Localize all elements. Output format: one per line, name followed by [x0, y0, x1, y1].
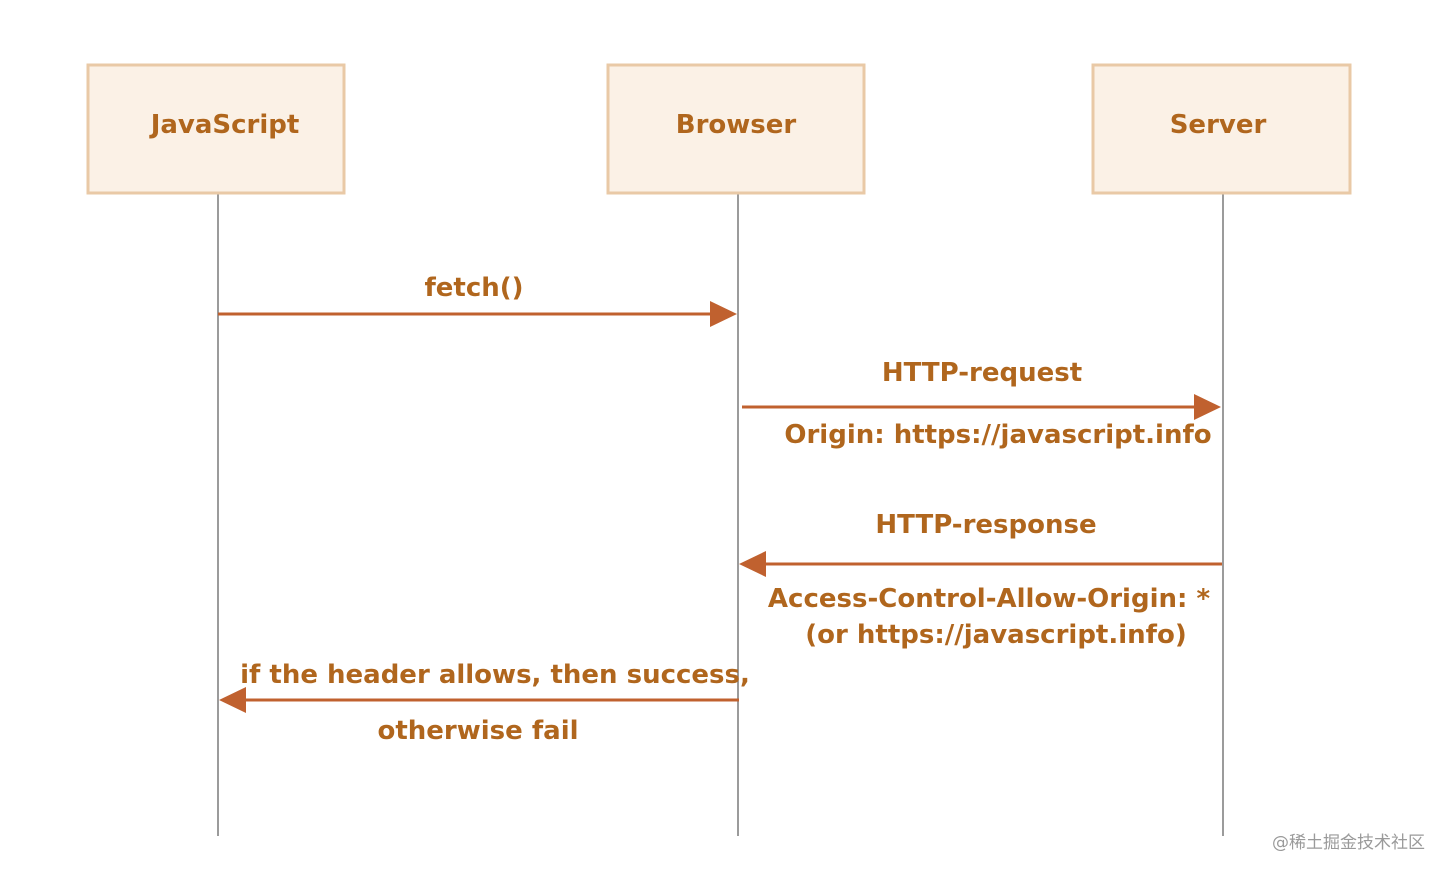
actor-javascript: JavaScript	[86, 63, 346, 195]
message-fetch-label: fetch()	[424, 273, 523, 303]
message-http-request-label: HTTP-request	[882, 358, 1082, 388]
message-origin-header-label: Origin: https://javascript.info	[784, 420, 1211, 450]
message-fetch-arrowhead	[710, 301, 737, 327]
message-http-response: HTTP-response Access-Control-Allow-Origi…	[739, 510, 1222, 650]
actor-browser-label: Browser	[676, 110, 797, 140]
message-acao-header-label: Access-Control-Allow-Origin: *	[768, 584, 1211, 614]
message-http-response-label: HTTP-response	[875, 510, 1096, 540]
message-http-request: HTTP-request Origin: https://javascript.…	[742, 358, 1221, 450]
message-result-arrowhead	[219, 687, 246, 713]
message-acao-alt-label: (or https://javascript.info)	[805, 620, 1186, 650]
actor-server-label: Server	[1170, 110, 1267, 140]
actor-browser-box	[606, 63, 866, 195]
message-http-request-arrowhead	[1194, 394, 1221, 420]
actor-server: Server	[1091, 63, 1352, 195]
message-result: if the header allows, then success, othe…	[219, 660, 750, 746]
watermark-text: @稀土掘金技术社区	[1272, 833, 1425, 853]
actor-javascript-label: JavaScript	[149, 110, 300, 140]
actor-server-box	[1091, 63, 1352, 195]
actor-javascript-box	[86, 63, 346, 195]
message-fetch: fetch()	[218, 273, 737, 327]
message-result-line1-label: if the header allows, then success,	[240, 660, 750, 690]
message-http-response-arrowhead	[739, 551, 766, 577]
actor-browser: Browser	[606, 63, 866, 195]
message-result-line2-label: otherwise fail	[377, 716, 578, 746]
